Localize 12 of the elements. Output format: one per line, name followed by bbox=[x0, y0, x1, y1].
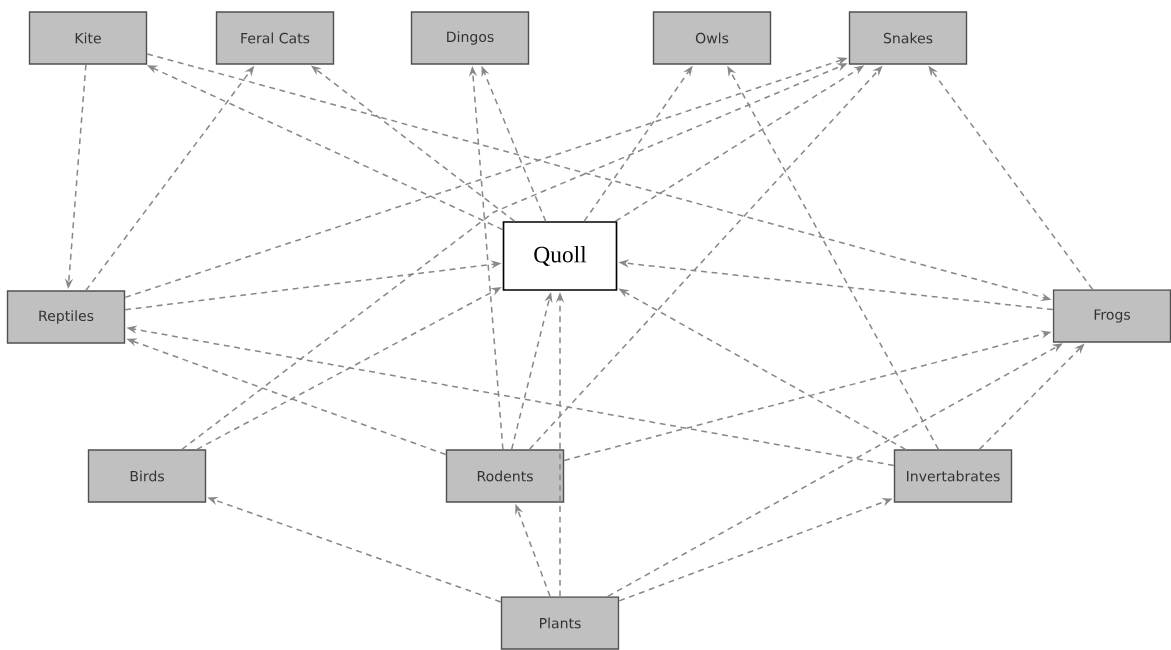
species-box: Owls bbox=[652, 11, 772, 65]
species-box: Kite bbox=[28, 11, 148, 65]
species-box: Feral Cats bbox=[215, 11, 335, 65]
species-box: Birds bbox=[87, 449, 207, 503]
species-box: Reptiles bbox=[6, 290, 126, 344]
species-box: Dingos bbox=[410, 11, 530, 65]
species-box: Rodents bbox=[445, 449, 565, 503]
species-box: Quoll bbox=[502, 221, 618, 291]
species-box: Frogs bbox=[1052, 289, 1171, 343]
species-box: Plants bbox=[500, 596, 620, 650]
species-box: Invertabrates bbox=[893, 449, 1013, 503]
species-box: Snakes bbox=[848, 11, 968, 65]
